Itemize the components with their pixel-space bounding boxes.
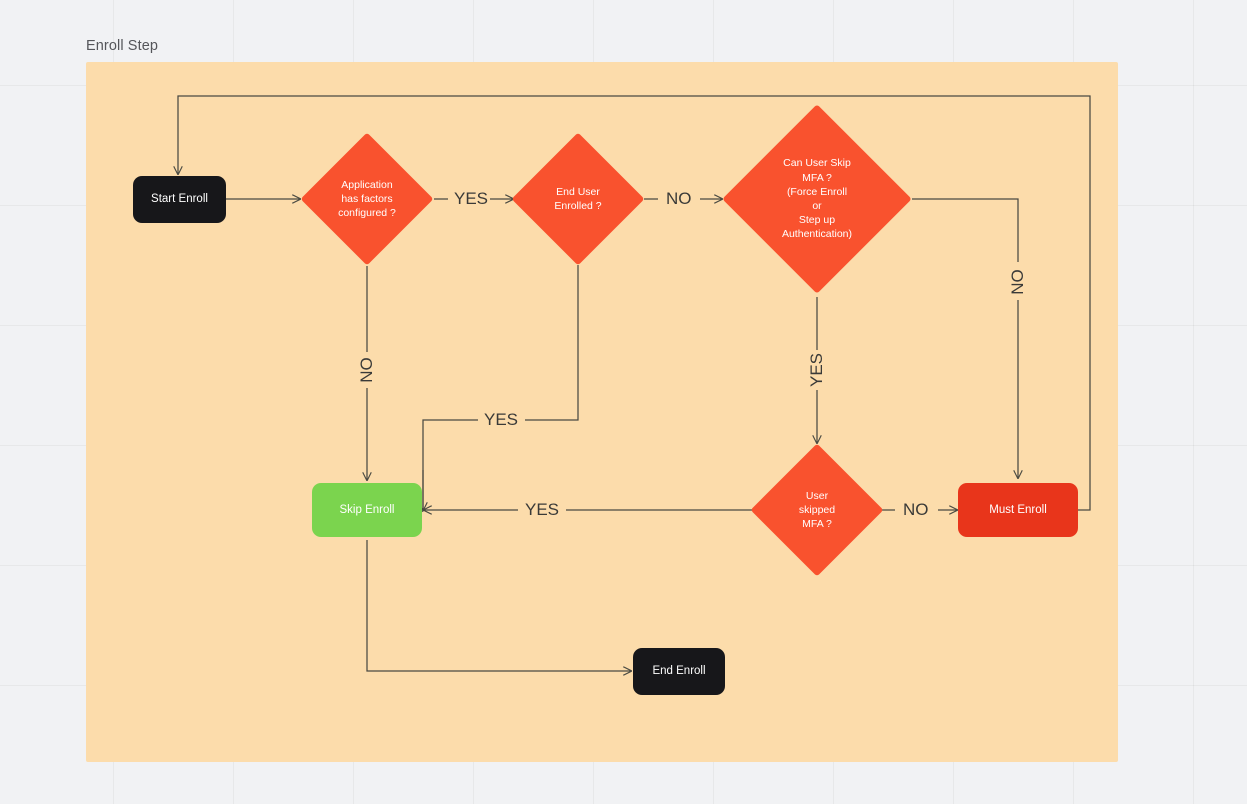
- edge-label-yes-user-skipped: YES: [525, 500, 560, 519]
- edge-label-no-app-factors: NO: [357, 357, 376, 383]
- edge-label-yes-end-user-enrolled: YES: [484, 410, 519, 429]
- node-end-enroll-label: End Enroll: [652, 665, 706, 678]
- edge-label-no-user-skipped: NO: [903, 500, 929, 519]
- node-end-user-enrolled[interactable]: End User Enrolled ?: [511, 132, 645, 266]
- page-title: Enroll Step: [86, 38, 159, 54]
- node-skip-enroll[interactable]: Skip Enroll: [312, 483, 422, 537]
- node-start-enroll[interactable]: Start Enroll: [133, 176, 226, 223]
- node-user-skipped-mfa-label: User skipped MFA ?: [798, 489, 836, 531]
- edge-label-no-end-user-enrolled: NO: [666, 189, 692, 208]
- node-start-enroll-label: Start Enroll: [151, 193, 208, 206]
- edge-mustenroll-loop-to-start: [178, 95, 1091, 511]
- node-must-enroll[interactable]: Must Enroll: [958, 483, 1078, 537]
- edge-label-no-can-skip-mfa: NO: [1008, 269, 1027, 295]
- edge-label-yes-app-factors: YES: [454, 189, 489, 208]
- node-can-user-skip-mfa-label: Can User Skip MFA ? (Force Enroll or Ste…: [781, 157, 853, 241]
- node-must-enroll-label: Must Enroll: [989, 503, 1047, 516]
- node-can-user-skip-mfa[interactable]: Can User Skip MFA ? (Force Enroll or Ste…: [722, 104, 912, 294]
- node-user-skipped-mfa[interactable]: User skipped MFA ?: [750, 443, 884, 577]
- edge-skipenroll-to-endenroll: [366, 540, 631, 671]
- edge-canskip-no-to-mustenroll: [912, 198, 1018, 478]
- edge-enduser-yes-to-skipenroll: [422, 265, 579, 510]
- node-application-has-factors-configured-label: Application has factors configured ?: [338, 178, 396, 220]
- edge-label-yes-can-skip-mfa: YES: [807, 352, 826, 388]
- node-end-user-enrolled-label: End User Enrolled ?: [554, 185, 602, 212]
- node-end-enroll[interactable]: End Enroll: [633, 648, 725, 695]
- node-application-has-factors-configured[interactable]: Application has factors configured ?: [300, 132, 434, 266]
- node-skip-enroll-label: Skip Enroll: [339, 503, 395, 516]
